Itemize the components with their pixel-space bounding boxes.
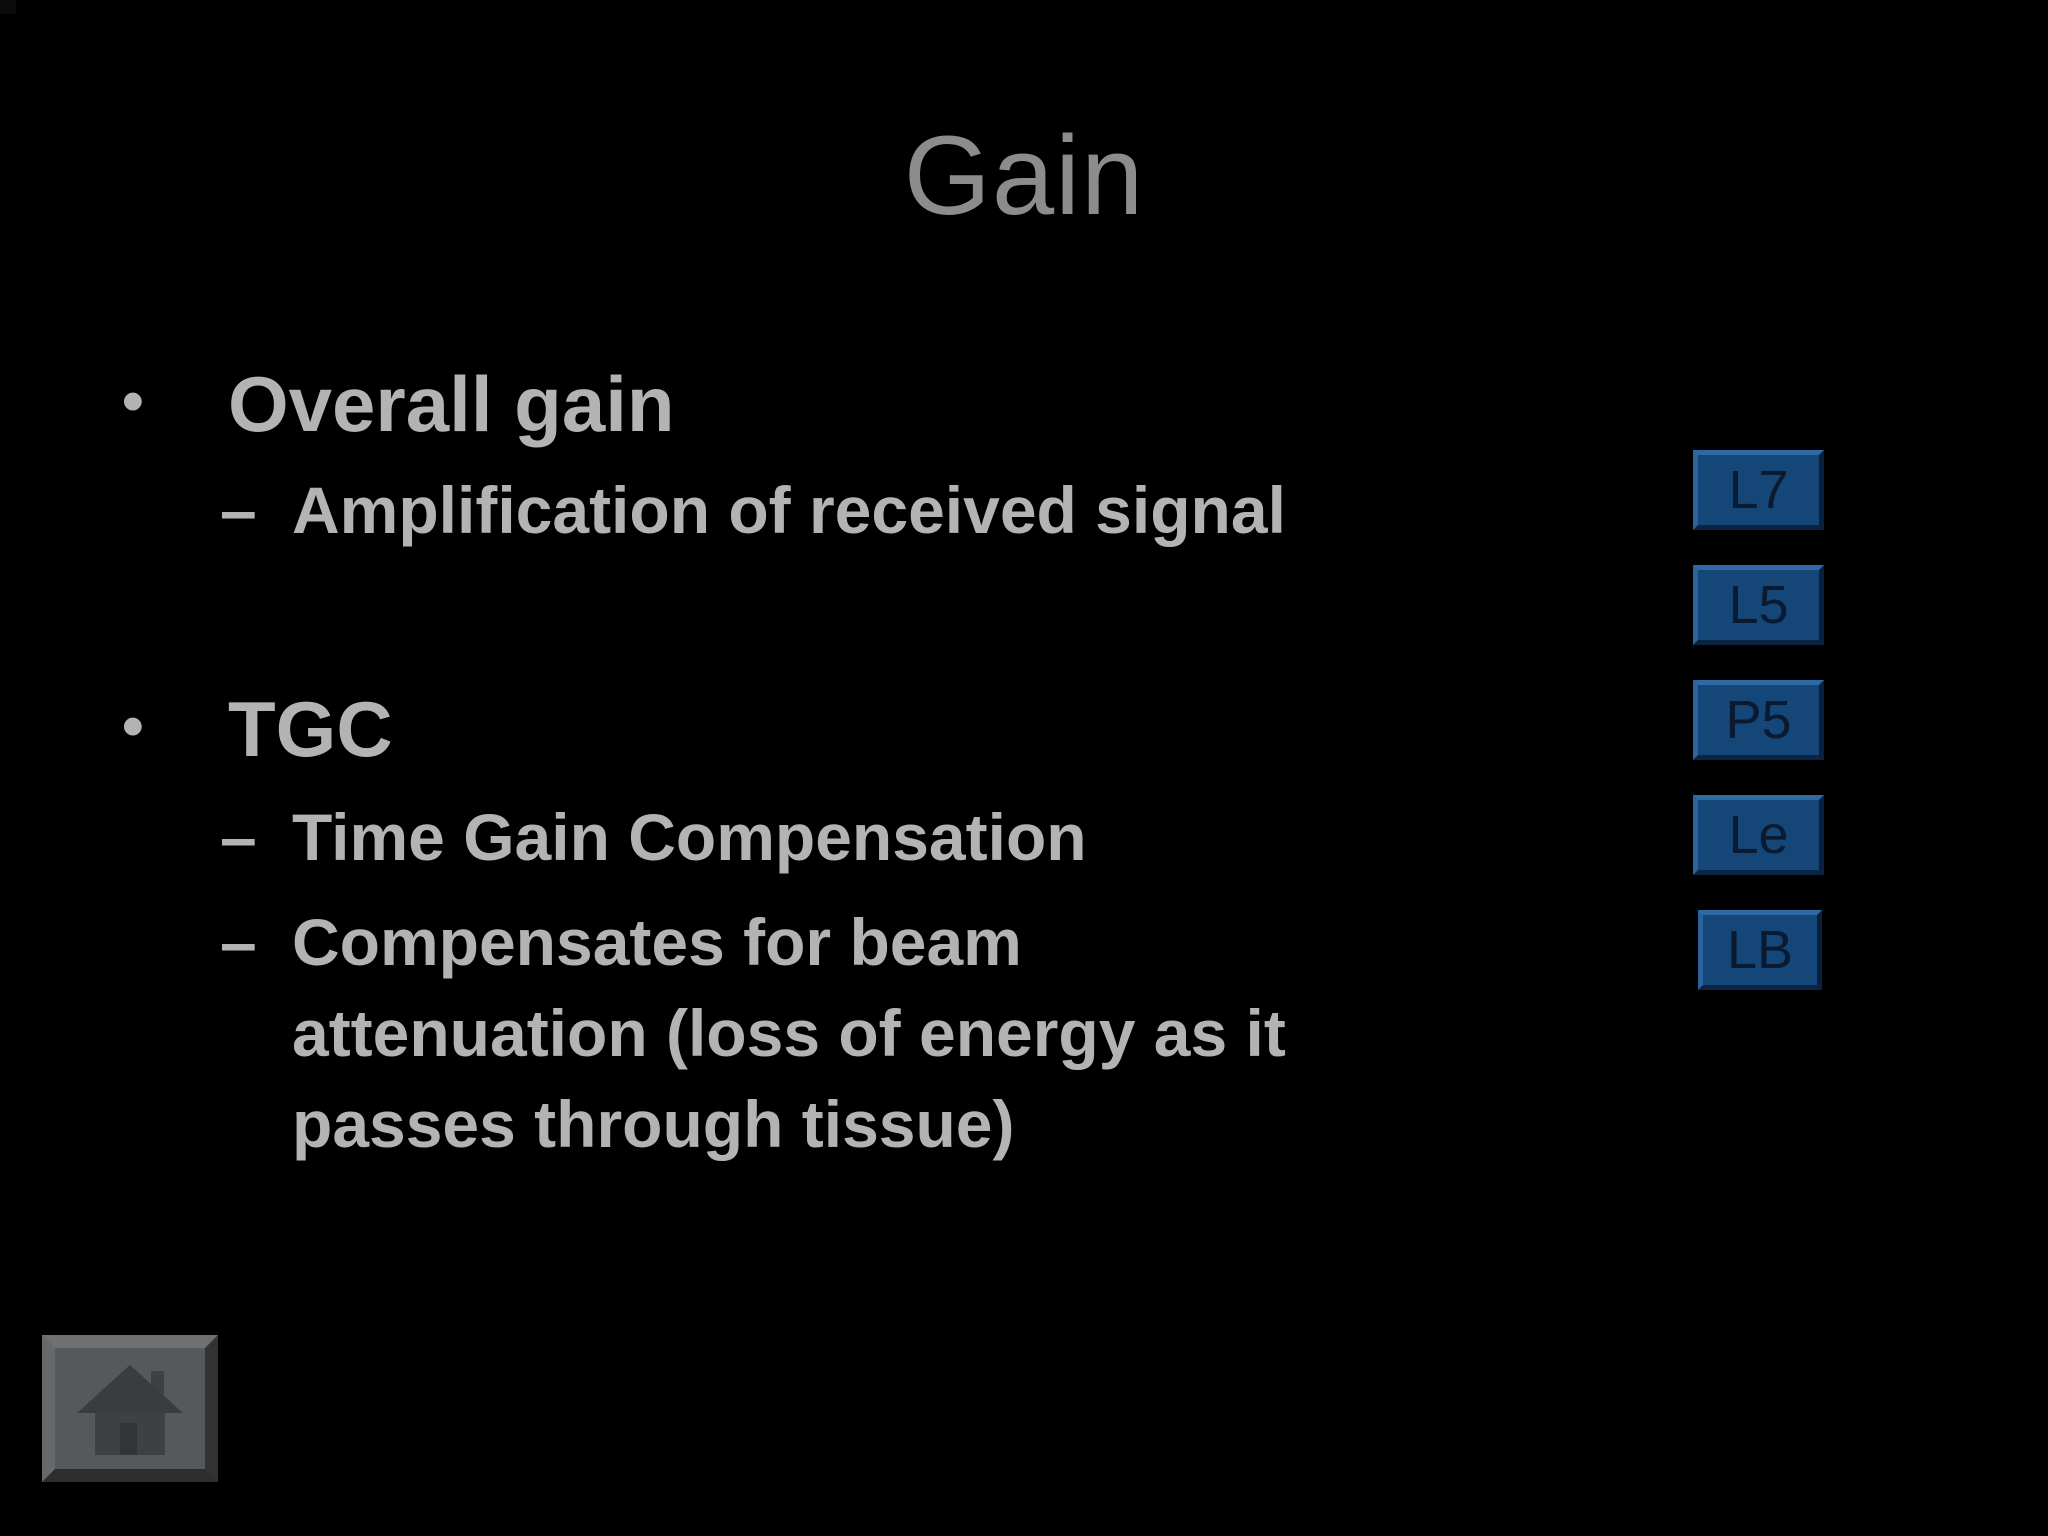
corner-artifact [0, 0, 16, 14]
home-icon [77, 1364, 183, 1455]
bullet-text: Compensates for beam attenuation (loss o… [292, 905, 1286, 1161]
nav-button-l5[interactable]: L5 [1693, 565, 1824, 645]
nav-button-p5[interactable]: P5 [1693, 680, 1824, 760]
bullet-text: Amplification of received signal [292, 473, 1286, 547]
dash-marker: – [220, 905, 257, 979]
page-title: Gain [903, 113, 1145, 238]
nav-button-label: P5 [1725, 690, 1792, 750]
dash-marker: – [220, 473, 257, 547]
nav-button-label: L5 [1728, 575, 1789, 635]
nav-button-label: Le [1728, 805, 1789, 865]
nav-button-label: LB [1726, 920, 1794, 980]
bullet-marker: • [122, 367, 144, 436]
nav-button-le[interactable]: Le [1693, 795, 1824, 875]
home-button[interactable] [42, 1335, 218, 1482]
bullet-text: Time Gain Compensation [292, 800, 1087, 874]
nav-button-label: L7 [1728, 460, 1789, 520]
dash-marker: – [220, 800, 257, 874]
nav-button-lb[interactable]: LB [1698, 910, 1822, 990]
bullet-text: TGC [228, 685, 393, 773]
bullet-marker: • [122, 692, 144, 761]
nav-button-l7[interactable]: L7 [1693, 450, 1824, 530]
bullet-text: Overall gain [228, 360, 675, 448]
